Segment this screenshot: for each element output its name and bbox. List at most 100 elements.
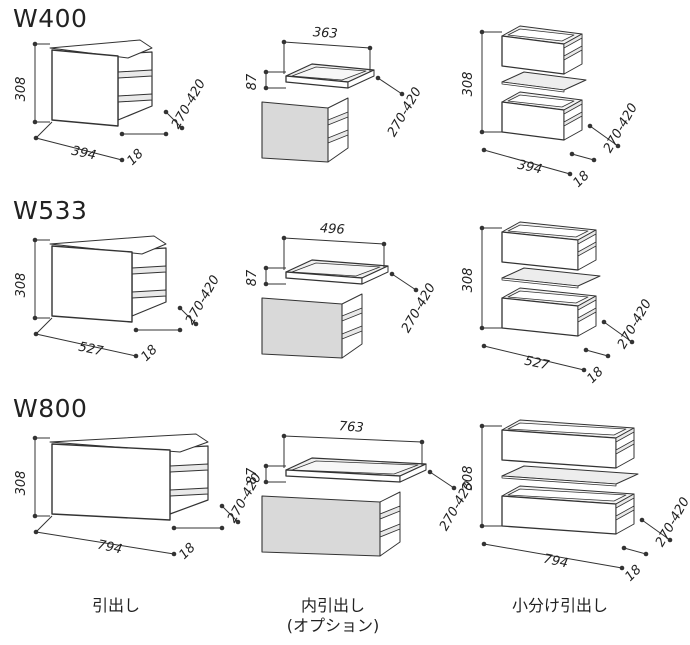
divided-depth-dim-line	[603, 321, 633, 343]
inner-height-label: 87	[245, 73, 260, 90]
dimension-dot	[481, 541, 487, 547]
divided-width-dim-line	[483, 543, 623, 569]
inner-tray-well	[291, 460, 419, 475]
inner-depth-dim-line	[377, 77, 403, 95]
inner-width-label: 496	[319, 221, 345, 238]
dimension-dot	[615, 143, 621, 149]
dimension-dot	[451, 485, 457, 491]
divided-depth-dim-line	[641, 519, 671, 541]
outer-drawer-front	[261, 101, 329, 163]
lower-sub-drawer-runner	[577, 295, 597, 311]
drawer-runner	[169, 487, 209, 497]
dimension-dot	[567, 171, 573, 177]
upper-sub-drawer-runner	[563, 45, 583, 61]
divided-thickness-label: 18	[570, 168, 592, 190]
upper-sub-drawer-well	[507, 224, 589, 238]
lower-sub-drawer-runner	[563, 111, 583, 127]
dimension-dot	[667, 537, 673, 543]
upper-sub-drawer-well	[507, 422, 627, 436]
drawer-runner	[117, 69, 153, 79]
dimension-dot	[591, 157, 597, 163]
divided-thickness-label: 18	[584, 364, 606, 386]
upper-sub-drawer-runner	[563, 33, 583, 49]
inner-width-dim-line	[283, 237, 385, 245]
depth-dim-line	[165, 111, 183, 129]
lower-sub-drawer-runner	[563, 99, 583, 115]
divided-width-label: 394	[516, 158, 543, 178]
dimension-dot	[171, 551, 177, 557]
upper-sub-drawer-well	[507, 28, 575, 42]
divider-shelf-edge	[501, 475, 617, 487]
lower-sub-drawer-runner	[615, 505, 635, 521]
drawer-runner	[131, 265, 167, 275]
divided-depth-label: 270-420	[615, 297, 655, 352]
dimension-dot	[193, 321, 199, 327]
divided-base-line	[585, 349, 609, 357]
upper-sub-drawer-runner	[615, 427, 635, 443]
dimension-dot	[481, 343, 487, 349]
drawer-height-label: 308	[14, 77, 29, 102]
width-dim-line	[35, 137, 123, 161]
dimension-dot	[481, 147, 487, 153]
inner-tray-well	[291, 262, 381, 277]
drawer-runner	[169, 463, 209, 473]
drawer-thickness-label: 18	[124, 146, 146, 168]
dimension-dot	[569, 151, 575, 157]
inner-width-label: 763	[338, 419, 364, 436]
dimension-dot	[629, 339, 635, 345]
divided-width-dim-line	[483, 345, 585, 371]
outer-drawer-side	[379, 491, 401, 557]
dimension-dot	[133, 353, 139, 359]
drawer-side	[131, 247, 167, 317]
divider-shelf-edge	[501, 81, 565, 93]
width-dim-line	[35, 333, 137, 357]
depth-dim-line	[179, 307, 197, 325]
dimension-dot	[581, 367, 587, 373]
drawer-height-label: 308	[14, 273, 29, 298]
dimension-dot	[119, 157, 125, 163]
dimension-dot	[605, 353, 611, 359]
drawer-front	[51, 443, 171, 521]
dimension-dot	[389, 271, 395, 277]
upper-sub-drawer-runner	[577, 229, 597, 245]
dimension-dot	[177, 327, 183, 333]
caption-inner-drawer-sublabel: (オプション)	[286, 616, 380, 635]
dimension-dot	[163, 109, 169, 115]
dimension-dot	[171, 525, 177, 531]
width-ext-line	[35, 317, 53, 335]
inner-depth-label: 270-420	[399, 281, 439, 336]
lower-sub-drawer-well	[507, 94, 575, 108]
divider-shelf-edge	[501, 277, 579, 289]
drawer-runner	[131, 289, 167, 299]
drawer-thickness-label: 18	[176, 540, 198, 562]
caption-inner-drawer-label: 内引出し	[300, 596, 365, 615]
inner-height-label: 87	[245, 269, 260, 286]
row-title-w800: W800	[13, 394, 88, 423]
drawer-height-label: 308	[14, 471, 29, 496]
drawer-width-label: 527	[77, 340, 105, 360]
divided-height-label: 308	[461, 268, 476, 293]
drawer-front	[51, 245, 133, 323]
row-title-w533: W533	[13, 196, 88, 225]
caption-drawer: 引出し	[91, 596, 140, 615]
inner-depth-dim-line	[429, 471, 455, 489]
width-ext-line	[35, 515, 53, 533]
upper-sub-drawer-runner	[615, 439, 635, 455]
divided-depth-dim-line	[589, 125, 619, 147]
dimension-dot	[219, 503, 225, 509]
lower-sub-drawer-well	[507, 488, 627, 502]
width-dim-line	[35, 531, 175, 555]
divided-width-label: 794	[542, 552, 569, 572]
dimension-dot	[587, 123, 593, 129]
row-title-w400: W400	[13, 4, 88, 33]
drawer-front	[51, 49, 119, 127]
inner-depth-dim-line	[391, 273, 417, 291]
dimension-dot	[601, 319, 607, 325]
dimension-dot	[133, 327, 139, 333]
upper-sub-drawer-runner	[577, 241, 597, 257]
dimension-dot	[179, 125, 185, 131]
width-ext-line	[35, 121, 53, 139]
inner-tray-side	[361, 265, 389, 285]
